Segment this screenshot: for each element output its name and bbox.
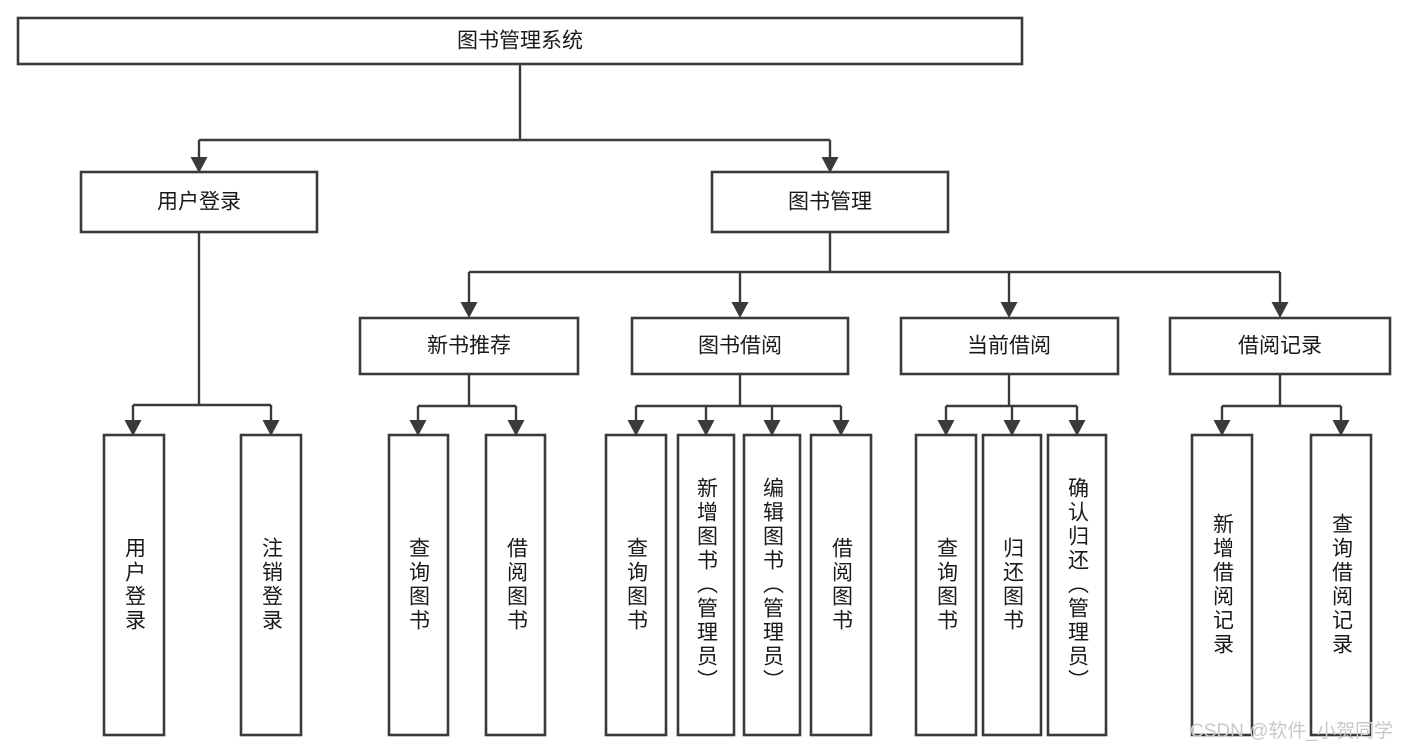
node-current-borrow[interactable]: 当前借阅 <box>899 316 1120 376</box>
connector-group-current-borrow <box>937 374 1086 436</box>
node-borrow-record-box[interactable] <box>1168 316 1392 376</box>
node-leaf-user-login-box[interactable] <box>102 433 166 737</box>
arrow-icon-user-login <box>190 157 208 173</box>
node-leaf-return-book-label: 归还图书 <box>1001 537 1025 633</box>
node-leaf-add-book[interactable]: 新增图书（管理员） <box>676 433 736 737</box>
node-leaf-edit-book-label: 编辑图书（管理员） <box>761 477 785 693</box>
node-user-login[interactable]: 用户登录 <box>79 170 319 234</box>
connector-group-root <box>190 64 839 173</box>
node-leaf-query-book-1-box[interactable] <box>387 433 450 737</box>
node-new-book-recommend-box[interactable] <box>358 316 580 376</box>
node-leaf-add-record-box[interactable] <box>1190 433 1254 737</box>
node-leaf-user-logout-box[interactable] <box>239 433 303 737</box>
node-book-borrow-label: 图书借阅 <box>698 335 782 358</box>
node-leaf-edit-book[interactable]: 编辑图书（管理员） <box>742 433 802 737</box>
node-root[interactable]: 图书管理系统 <box>16 16 1024 66</box>
arrow-icon-borrow-record <box>1271 302 1289 318</box>
node-leaf-borrow-book-2[interactable]: 借阅图书 <box>809 433 873 737</box>
node-book-borrow[interactable]: 图书借阅 <box>630 316 850 376</box>
arrow-icon-leaf-edit-book <box>763 420 781 436</box>
arrow-icon-leaf-add-book <box>697 420 715 436</box>
node-root-box[interactable] <box>16 16 1024 66</box>
node-leaf-query-record-label: 查询借阅记录 <box>1330 513 1354 657</box>
node-leaf-borrow-book-1-label: 借阅图书 <box>505 537 529 633</box>
node-leaf-borrow-book-1-box[interactable] <box>484 433 547 737</box>
node-leaf-return-book-box[interactable] <box>981 433 1043 737</box>
arrow-icon-leaf-query-record <box>1332 420 1350 436</box>
arrow-icon-leaf-query-book-2 <box>627 420 645 436</box>
node-leaf-confirm-return-label: 确认归还（管理员） <box>1066 477 1090 693</box>
arrow-icon-leaf-borrow-book-2 <box>832 420 850 436</box>
node-leaf-add-record-label: 新增借阅记录 <box>1211 513 1235 657</box>
node-leaf-query-book-3-box[interactable] <box>914 433 978 737</box>
node-leaf-user-logout-label: 注销登录 <box>260 537 284 633</box>
connector-group-user-login <box>124 232 280 436</box>
node-leaf-edit-book-box[interactable] <box>742 433 802 737</box>
arrow-icon-book-manage <box>821 157 839 173</box>
node-leaf-query-record[interactable]: 查询借阅记录 <box>1309 433 1373 737</box>
node-leaf-add-record[interactable]: 新增借阅记录 <box>1190 433 1254 737</box>
node-book-manage-box[interactable] <box>710 170 950 234</box>
node-leaf-query-book-3[interactable]: 查询图书 <box>914 433 978 737</box>
node-book-manage[interactable]: 图书管理 <box>710 170 950 234</box>
node-book-borrow-box[interactable] <box>630 316 850 376</box>
arrow-icon-leaf-confirm-return <box>1068 420 1086 436</box>
node-leaf-add-book-box[interactable] <box>676 433 736 737</box>
node-leaf-confirm-return[interactable]: 确认归还（管理员） <box>1046 433 1108 737</box>
arrow-icon-new-book-recommend <box>460 302 478 318</box>
connector-group-borrow-record <box>1213 374 1350 436</box>
node-leaf-add-book-label: 新增图书（管理员） <box>695 477 719 693</box>
node-leaf-query-book-2-label: 查询图书 <box>625 537 649 633</box>
node-leaf-query-book-3-label: 查询图书 <box>935 537 959 633</box>
node-leaf-borrow-book-2-label: 借阅图书 <box>830 537 854 633</box>
node-leaf-confirm-return-box[interactable] <box>1046 433 1108 737</box>
node-leaf-return-book[interactable]: 归还图书 <box>981 433 1043 737</box>
node-root-label: 图书管理系统 <box>457 30 583 53</box>
node-user-login-label: 用户登录 <box>157 191 241 214</box>
node-leaf-query-book-2[interactable]: 查询图书 <box>604 433 668 737</box>
connector-group-book-manage <box>460 232 1289 318</box>
arrow-icon-leaf-query-book-3 <box>937 420 955 436</box>
node-new-book-recommend[interactable]: 新书推荐 <box>358 316 580 376</box>
node-leaf-borrow-book-1[interactable]: 借阅图书 <box>484 433 547 737</box>
arrow-icon-current-borrow <box>1000 302 1018 318</box>
arrow-icon-leaf-add-record <box>1213 420 1231 436</box>
node-borrow-record-label: 借阅记录 <box>1238 335 1322 358</box>
node-leaf-user-login-label: 用户登录 <box>123 537 147 633</box>
connector-group-new-book-recommend <box>409 374 525 436</box>
node-leaf-query-book-1[interactable]: 查询图书 <box>387 433 450 737</box>
arrow-icon-leaf-borrow-book-1 <box>507 420 525 436</box>
node-book-manage-label: 图书管理 <box>788 191 872 214</box>
node-borrow-record[interactable]: 借阅记录 <box>1168 316 1392 376</box>
node-new-book-recommend-label: 新书推荐 <box>427 335 511 358</box>
node-leaf-user-logout[interactable]: 注销登录 <box>239 433 303 737</box>
node-leaf-query-book-1-label: 查询图书 <box>407 537 431 633</box>
node-leaf-query-record-box[interactable] <box>1309 433 1373 737</box>
node-leaf-query-book-2-box[interactable] <box>604 433 668 737</box>
node-leaf-user-login[interactable]: 用户登录 <box>102 433 166 737</box>
node-current-borrow-box[interactable] <box>899 316 1120 376</box>
node-leaf-borrow-book-2-box[interactable] <box>809 433 873 737</box>
arrow-icon-leaf-user-logout <box>262 420 280 436</box>
node-current-borrow-label: 当前借阅 <box>967 335 1051 358</box>
arrow-icon-book-borrow <box>731 302 749 318</box>
arrow-icon-leaf-return-book <box>1003 420 1021 436</box>
arrow-icon-leaf-user-login <box>124 420 142 436</box>
arrow-icon-leaf-query-book-1 <box>409 420 427 436</box>
node-user-login-box[interactable] <box>79 170 319 234</box>
connector-group-book-borrow <box>627 374 850 436</box>
